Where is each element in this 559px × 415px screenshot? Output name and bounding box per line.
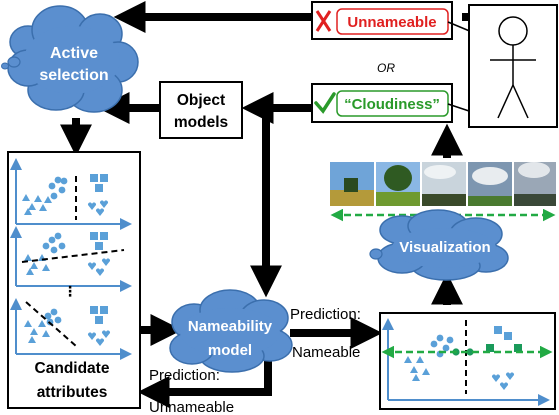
photo-4 bbox=[468, 162, 512, 206]
cross-mark-icon bbox=[315, 10, 332, 32]
or-label: OR bbox=[377, 61, 395, 75]
photo-1 bbox=[330, 162, 374, 206]
candidate-plot-2 bbox=[10, 226, 132, 292]
active-selection-line2: selection bbox=[39, 67, 108, 84]
unnameable-response: Unnameable bbox=[311, 1, 473, 40]
prediction-nameable-label: Prediction: bbox=[290, 306, 361, 323]
photo-5 bbox=[514, 162, 556, 206]
nameability-model-line2: model bbox=[208, 342, 252, 359]
check-mark-icon bbox=[314, 92, 336, 114]
unnameable-label: Unnameable bbox=[347, 14, 436, 31]
image-strip bbox=[330, 162, 556, 222]
unnameable-edge-label: Unnameable bbox=[149, 399, 234, 415]
visualization-label: Visualization bbox=[399, 239, 490, 256]
prediction-unnameable-label: Prediction: bbox=[149, 367, 220, 384]
arrows bbox=[60, 1, 468, 408]
candidate-plot-3 bbox=[10, 298, 132, 360]
candidate-attributes-node: ⋮ Candidate attributes bbox=[7, 151, 141, 409]
active-selection-line1: Active bbox=[50, 45, 98, 62]
object-models-line1: Object bbox=[177, 92, 225, 109]
candidate-plot-1 bbox=[10, 158, 132, 230]
nameability-model-line1: Nameability bbox=[188, 318, 273, 335]
arrow-unnameable-to-candidates bbox=[137, 355, 272, 408]
cloudiness-label: “Cloudiness” bbox=[344, 96, 440, 113]
nameable-label: Nameable bbox=[292, 344, 360, 361]
cloudiness-response: “Cloudiness” bbox=[311, 83, 473, 123]
object-models-line2: models bbox=[174, 114, 228, 131]
ellipsis-marker: ⋮ bbox=[63, 283, 77, 299]
photo-3 bbox=[422, 162, 466, 206]
result-plot bbox=[379, 312, 556, 410]
candidate-attributes-line1: Candidate bbox=[35, 360, 110, 377]
nameability-model-node: Nameability model bbox=[169, 289, 293, 373]
stick-figure-icon bbox=[468, 4, 558, 128]
photo-2 bbox=[376, 162, 420, 206]
object-models-node: Object models bbox=[159, 81, 243, 139]
active-selection-node: Active selection bbox=[1, 5, 139, 113]
visualization-node: Visualization bbox=[369, 209, 509, 281]
candidate-attributes-line2: attributes bbox=[37, 384, 108, 401]
